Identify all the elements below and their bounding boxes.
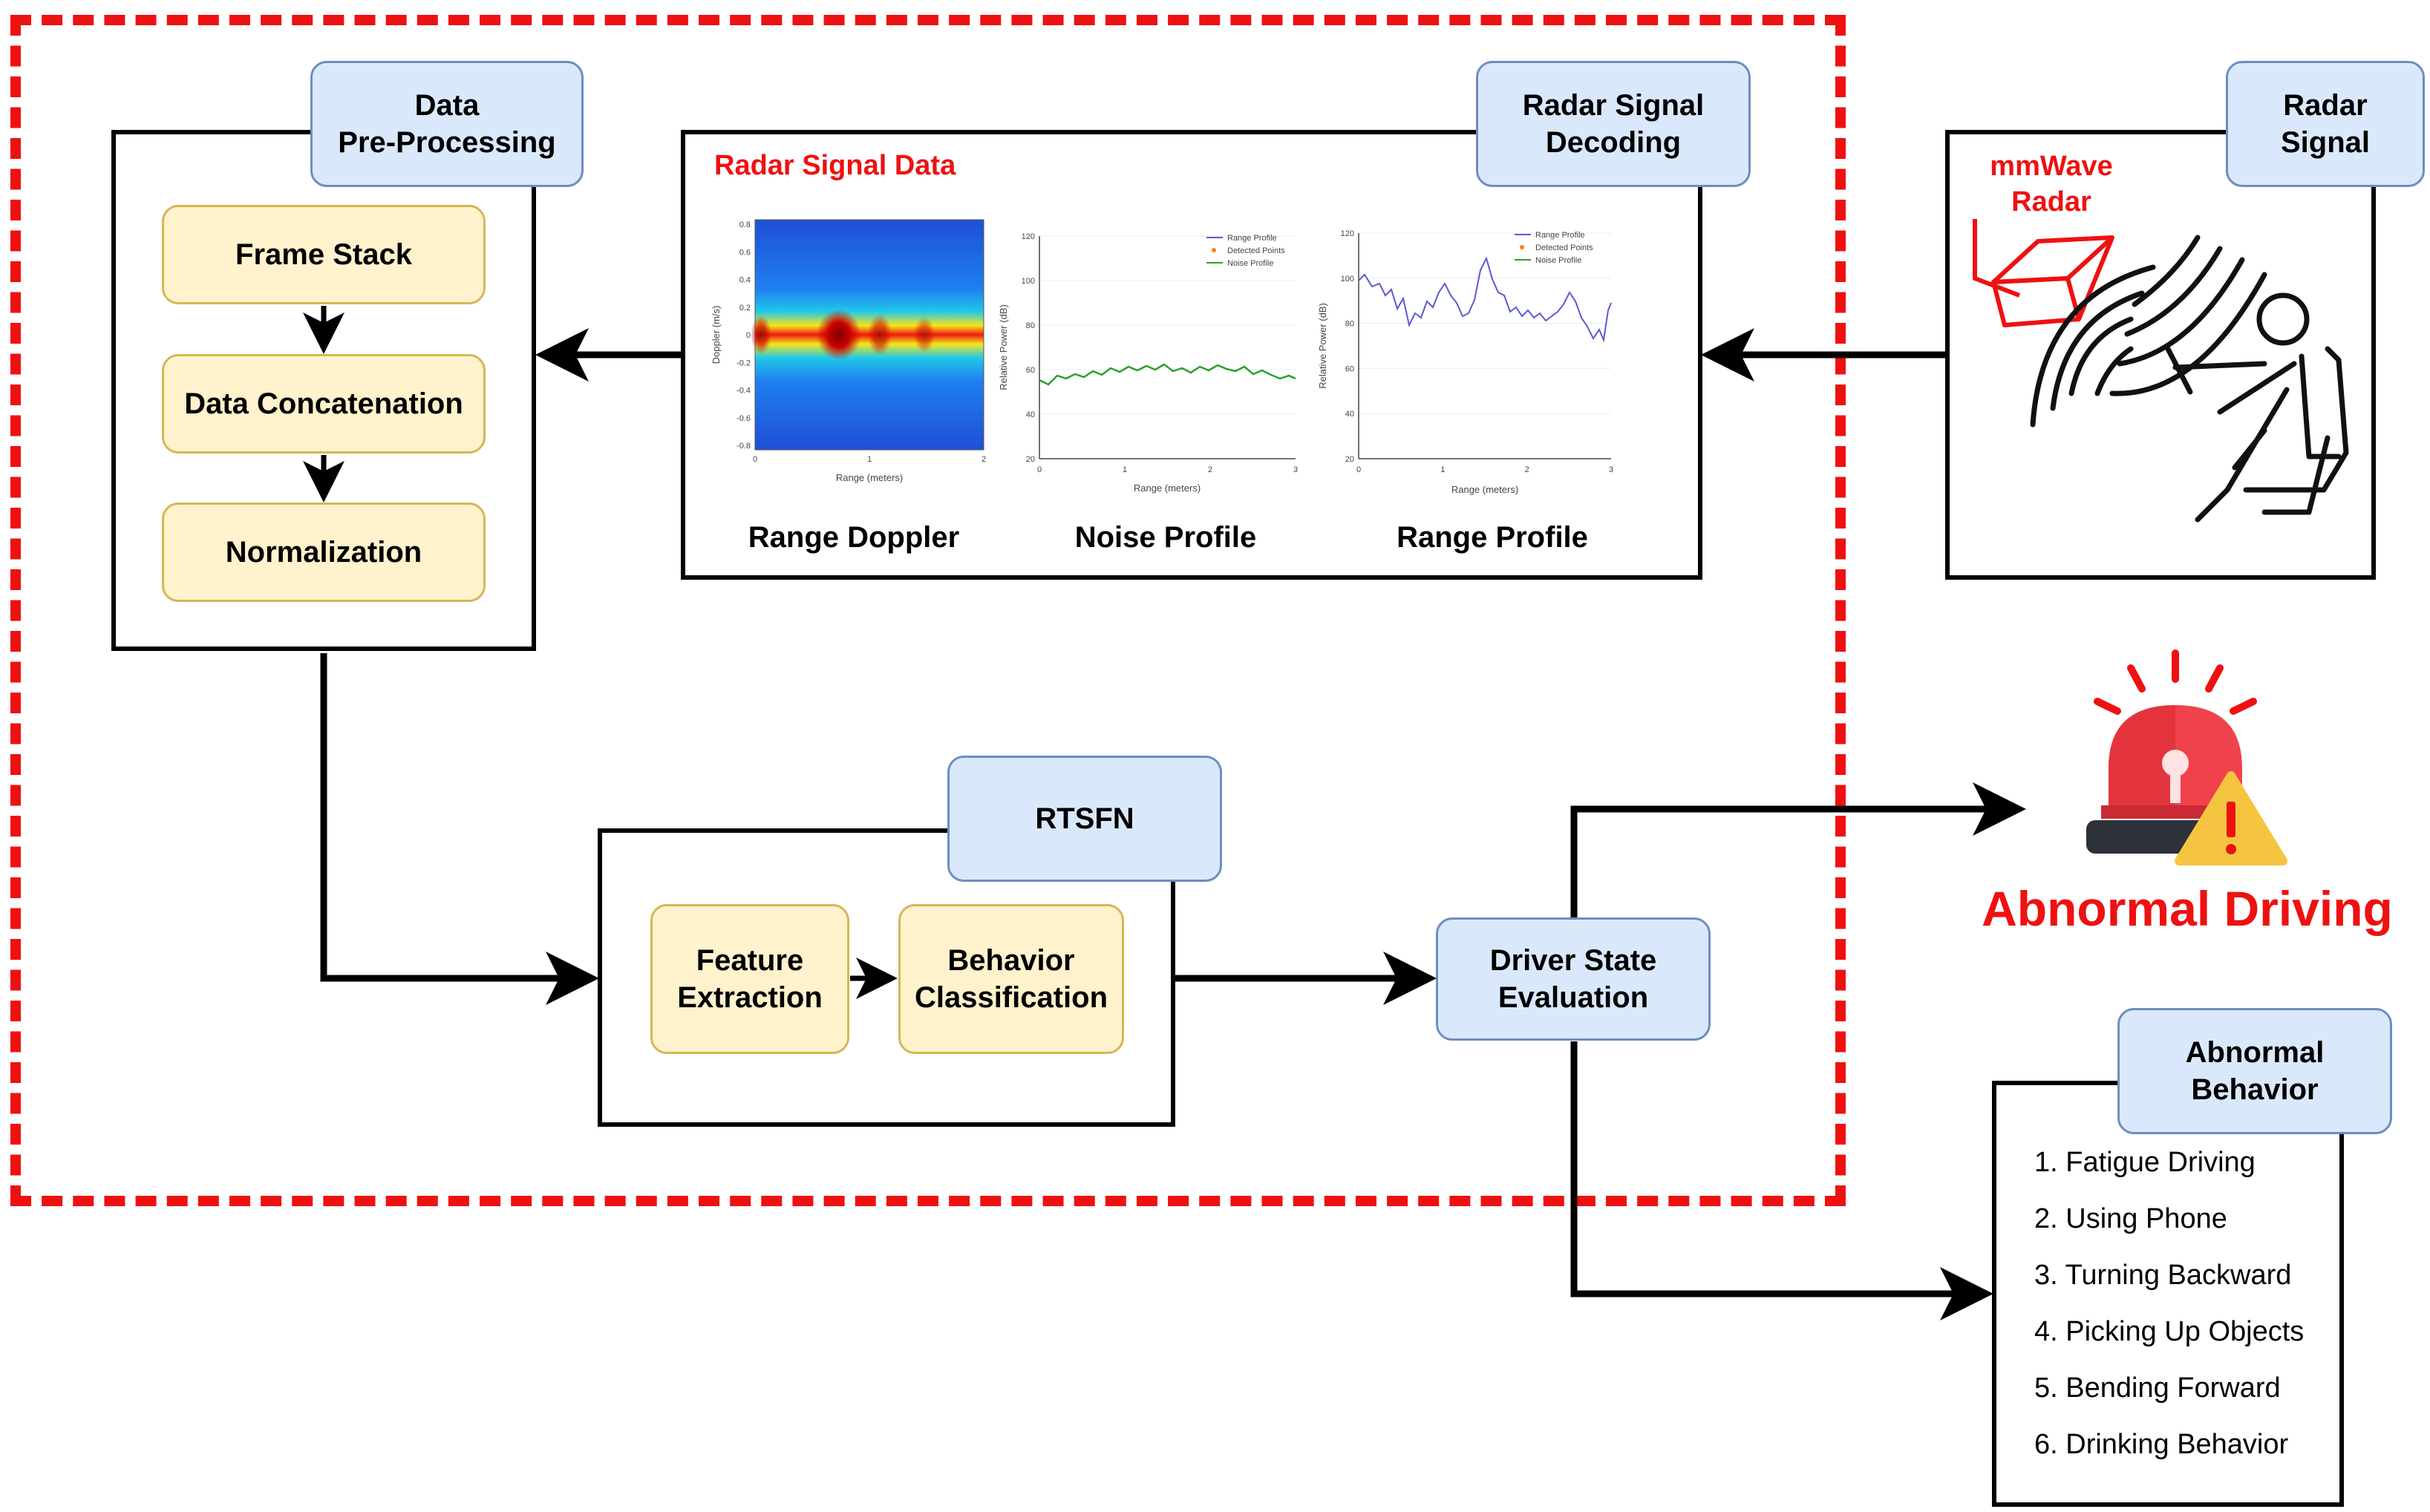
list-item: 3. Turning Backward xyxy=(2034,1260,2292,1291)
radar-panel xyxy=(1945,130,2376,580)
y-tick-label: 0.6 xyxy=(739,248,751,257)
x-tick-label: 3 xyxy=(1293,465,1298,474)
radar-title: Radar Signal xyxy=(2226,61,2425,187)
list-item: 4. Picking Up Objects xyxy=(2034,1316,2305,1347)
noise-profile-ylabel: Relative Power (dB) xyxy=(998,304,1009,390)
step-feature-extraction: Feature Extraction xyxy=(650,904,849,1054)
legend-label: Noise Profile xyxy=(1535,256,1581,265)
behavior-list: 1. Fatigue Driving 2. Using Phone 3. Tur… xyxy=(2034,1147,2331,1496)
legend-marker xyxy=(1520,245,1524,249)
mmwave-radar-label: mmWave Radar xyxy=(1990,151,2113,217)
legend-marker xyxy=(1212,248,1216,252)
step-normalization: Normalization xyxy=(162,503,486,602)
range-doppler-ylabel: Doppler (m/s) xyxy=(711,306,722,364)
noise-profile-caption: Noise Profile xyxy=(1074,521,1257,554)
list-item: 5. Bending Forward xyxy=(2034,1372,2281,1404)
list-item: 1. Fatigue Driving xyxy=(2034,1147,2256,1178)
x-tick-label: 0 xyxy=(753,455,757,464)
y-tick-label: -0.2 xyxy=(736,359,751,367)
y-tick-label: 0.8 xyxy=(739,220,751,229)
range-doppler-caption: Range Doppler xyxy=(748,521,960,554)
x-tick-label: 2 xyxy=(982,455,986,464)
range-doppler-chart: 0.8 0.6 0.4 0.2 0 -0.2 -0.4 -0.6 -0.8 0 1 2 Range … xyxy=(711,219,986,483)
range-doppler-plot: 0.8 0.6 0.4 0.2 0 -0.2 -0.4 -0.6 -0.8 0 1 2 Range … xyxy=(709,215,991,497)
x-tick-label: 0 xyxy=(1037,465,1042,474)
range-doppler-xlabel: Range (meters) xyxy=(836,472,903,483)
preprocessing-title: Data Pre-Processing xyxy=(310,61,584,187)
range-profile-caption: Range Profile xyxy=(1397,521,1588,554)
system-boundary xyxy=(10,15,1846,1206)
list-item: 6. Drinking Behavior xyxy=(2034,1429,2289,1460)
legend-label: Noise Profile xyxy=(1227,259,1273,268)
y-tick-label: -0.4 xyxy=(736,387,751,396)
legend-label: Detected Points xyxy=(1535,243,1593,252)
step-behavior-classification: Behavior Classification xyxy=(898,904,1124,1054)
x-tick-label: 0 xyxy=(1356,465,1361,474)
y-tick-label: 100 xyxy=(1022,277,1035,286)
y-tick-label: -0.6 xyxy=(736,414,751,423)
x-tick-label: 1 xyxy=(1440,465,1445,474)
y-tick-label: 0.4 xyxy=(739,276,751,285)
y-tick-label: 0 xyxy=(746,331,751,340)
siren-illustration xyxy=(2071,638,2294,876)
y-tick-label: 40 xyxy=(1345,410,1354,419)
legend-label: Range Profile xyxy=(1535,231,1585,240)
arrow-preprocessing-to-rtsfn xyxy=(320,653,599,1005)
x-tick-label: 1 xyxy=(1123,465,1127,474)
noise-profile-xlabel: Range (meters) xyxy=(1134,482,1201,494)
range-profile-ylabel: Relative Power (dB) xyxy=(1317,303,1328,389)
rtsfn-title: RTSFN xyxy=(947,756,1222,882)
x-tick-label: 2 xyxy=(1208,465,1212,474)
range-profile-xlabel: Range (meters) xyxy=(1451,484,1518,495)
list-item: 2. Using Phone xyxy=(2034,1203,2227,1234)
warning-icon xyxy=(2175,771,2287,865)
x-tick-label: 3 xyxy=(1609,465,1613,474)
decoding-title: Radar Signal Decoding xyxy=(1476,61,1751,187)
arrow-evaluation-to-alert xyxy=(1570,782,2026,917)
driver-state-evaluation: Driver State Evaluation xyxy=(1436,917,1711,1041)
y-tick-label: 60 xyxy=(1026,366,1035,375)
driver-icon xyxy=(2165,292,2349,523)
abnormal-driving-label: Abnormal Driving xyxy=(1982,881,2393,936)
x-tick-label: 2 xyxy=(1525,465,1529,474)
radar-illustration xyxy=(1953,208,2368,564)
y-tick-label: 20 xyxy=(1026,455,1035,464)
behavior-title: Abnormal Behavior xyxy=(2117,1008,2392,1134)
y-tick-label: 20 xyxy=(1345,455,1354,464)
y-tick-label: -0.8 xyxy=(736,442,751,451)
legend-label: Range Profile xyxy=(1227,234,1277,243)
radar-signal-data-label: Radar Signal Data xyxy=(714,150,956,181)
step-data-concatenation: Data Concatenation xyxy=(162,354,486,454)
y-tick-label: 80 xyxy=(1026,321,1035,330)
arrow-evaluation-to-behaviors xyxy=(1570,1041,1993,1320)
y-tick-label: 60 xyxy=(1345,364,1354,373)
y-tick-label: 0.2 xyxy=(739,304,751,312)
y-tick-label: 120 xyxy=(1341,229,1354,238)
legend-label: Detected Points xyxy=(1227,246,1285,255)
y-tick-label: 120 xyxy=(1022,232,1035,241)
y-tick-label: 40 xyxy=(1026,410,1035,419)
behavior-panel xyxy=(1992,1081,2344,1507)
siren-icon xyxy=(2086,649,2264,854)
step-frame-stack: Frame Stack xyxy=(162,205,486,304)
y-tick-label: 100 xyxy=(1341,275,1354,284)
x-tick-label: 1 xyxy=(867,455,872,464)
y-tick-label: 80 xyxy=(1345,320,1354,329)
